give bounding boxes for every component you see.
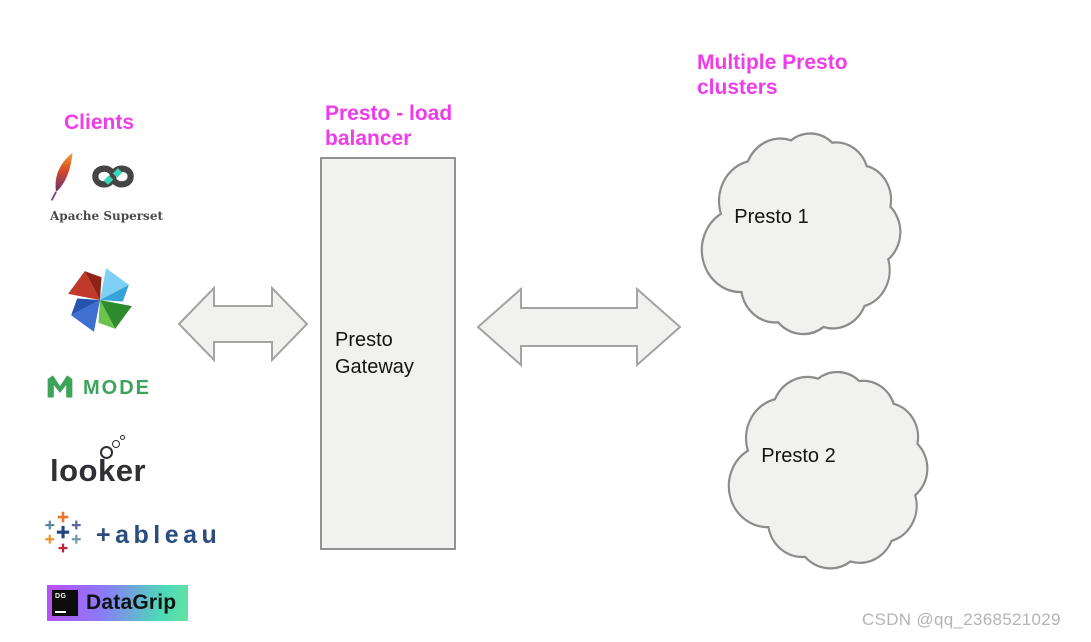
- presto-cluster-2-cloud: Presto 2: [708, 349, 939, 582]
- looker-bubble-icon: [120, 435, 125, 440]
- tableau-plus-cluster-icon: [40, 510, 86, 561]
- tableau-logo: +ableau: [40, 510, 221, 561]
- csdn-watermark: CSDN @qq_2368521029: [862, 610, 1061, 629]
- presto-gateway-label: Presto Gateway: [335, 327, 414, 381]
- apache-superset-logo: Apache Superset: [50, 151, 170, 223]
- gateway-clusters-arrow: [476, 286, 682, 372]
- superset-infinity-icon: [82, 161, 144, 197]
- presto-cluster-2-label: Presto 2: [761, 445, 836, 467]
- zeppelin-pinwheel-icon: [62, 268, 138, 342]
- apache-superset-label: Apache Superset: [50, 209, 163, 223]
- presto-gateway-label-line1: Presto: [335, 329, 393, 351]
- clients-heading: Clients: [64, 111, 135, 134]
- presto-gateway-label-line2: Gateway: [335, 356, 414, 378]
- datagrip-logo: DG DataGrip: [47, 585, 189, 621]
- clusters-heading: Multiple Presto clusters: [697, 51, 848, 99]
- load-balancer-heading: Presto - load balancer: [325, 102, 453, 150]
- apache-feather-icon: [50, 151, 76, 208]
- presto-gateway-node: Presto Gateway: [320, 157, 456, 550]
- datagrip-label: DataGrip: [86, 591, 177, 614]
- datagrip-dg-icon: DG: [52, 590, 78, 616]
- apache-superset-logo-marks: [50, 151, 170, 208]
- looker-label: looker: [50, 453, 147, 488]
- looker-bubble-icon: [112, 440, 120, 448]
- looker-bubble-icon: [100, 446, 113, 459]
- apache-zeppelin-logo: [62, 262, 138, 343]
- datagrip-underscore: [55, 610, 66, 613]
- looker-logo: looker: [50, 435, 160, 493]
- presto-cluster-1-cloud: Presto 1: [681, 110, 912, 348]
- datagrip-badge: DG: [55, 593, 67, 600]
- tableau-label: +ableau: [96, 521, 222, 549]
- clients-gateway-arrow: [177, 285, 309, 367]
- mode-label: MODE: [83, 377, 151, 399]
- mode-logo: MODE: [45, 372, 151, 405]
- mode-m-icon: [45, 372, 75, 405]
- presto-cluster-1-label: Presto 1: [734, 206, 809, 228]
